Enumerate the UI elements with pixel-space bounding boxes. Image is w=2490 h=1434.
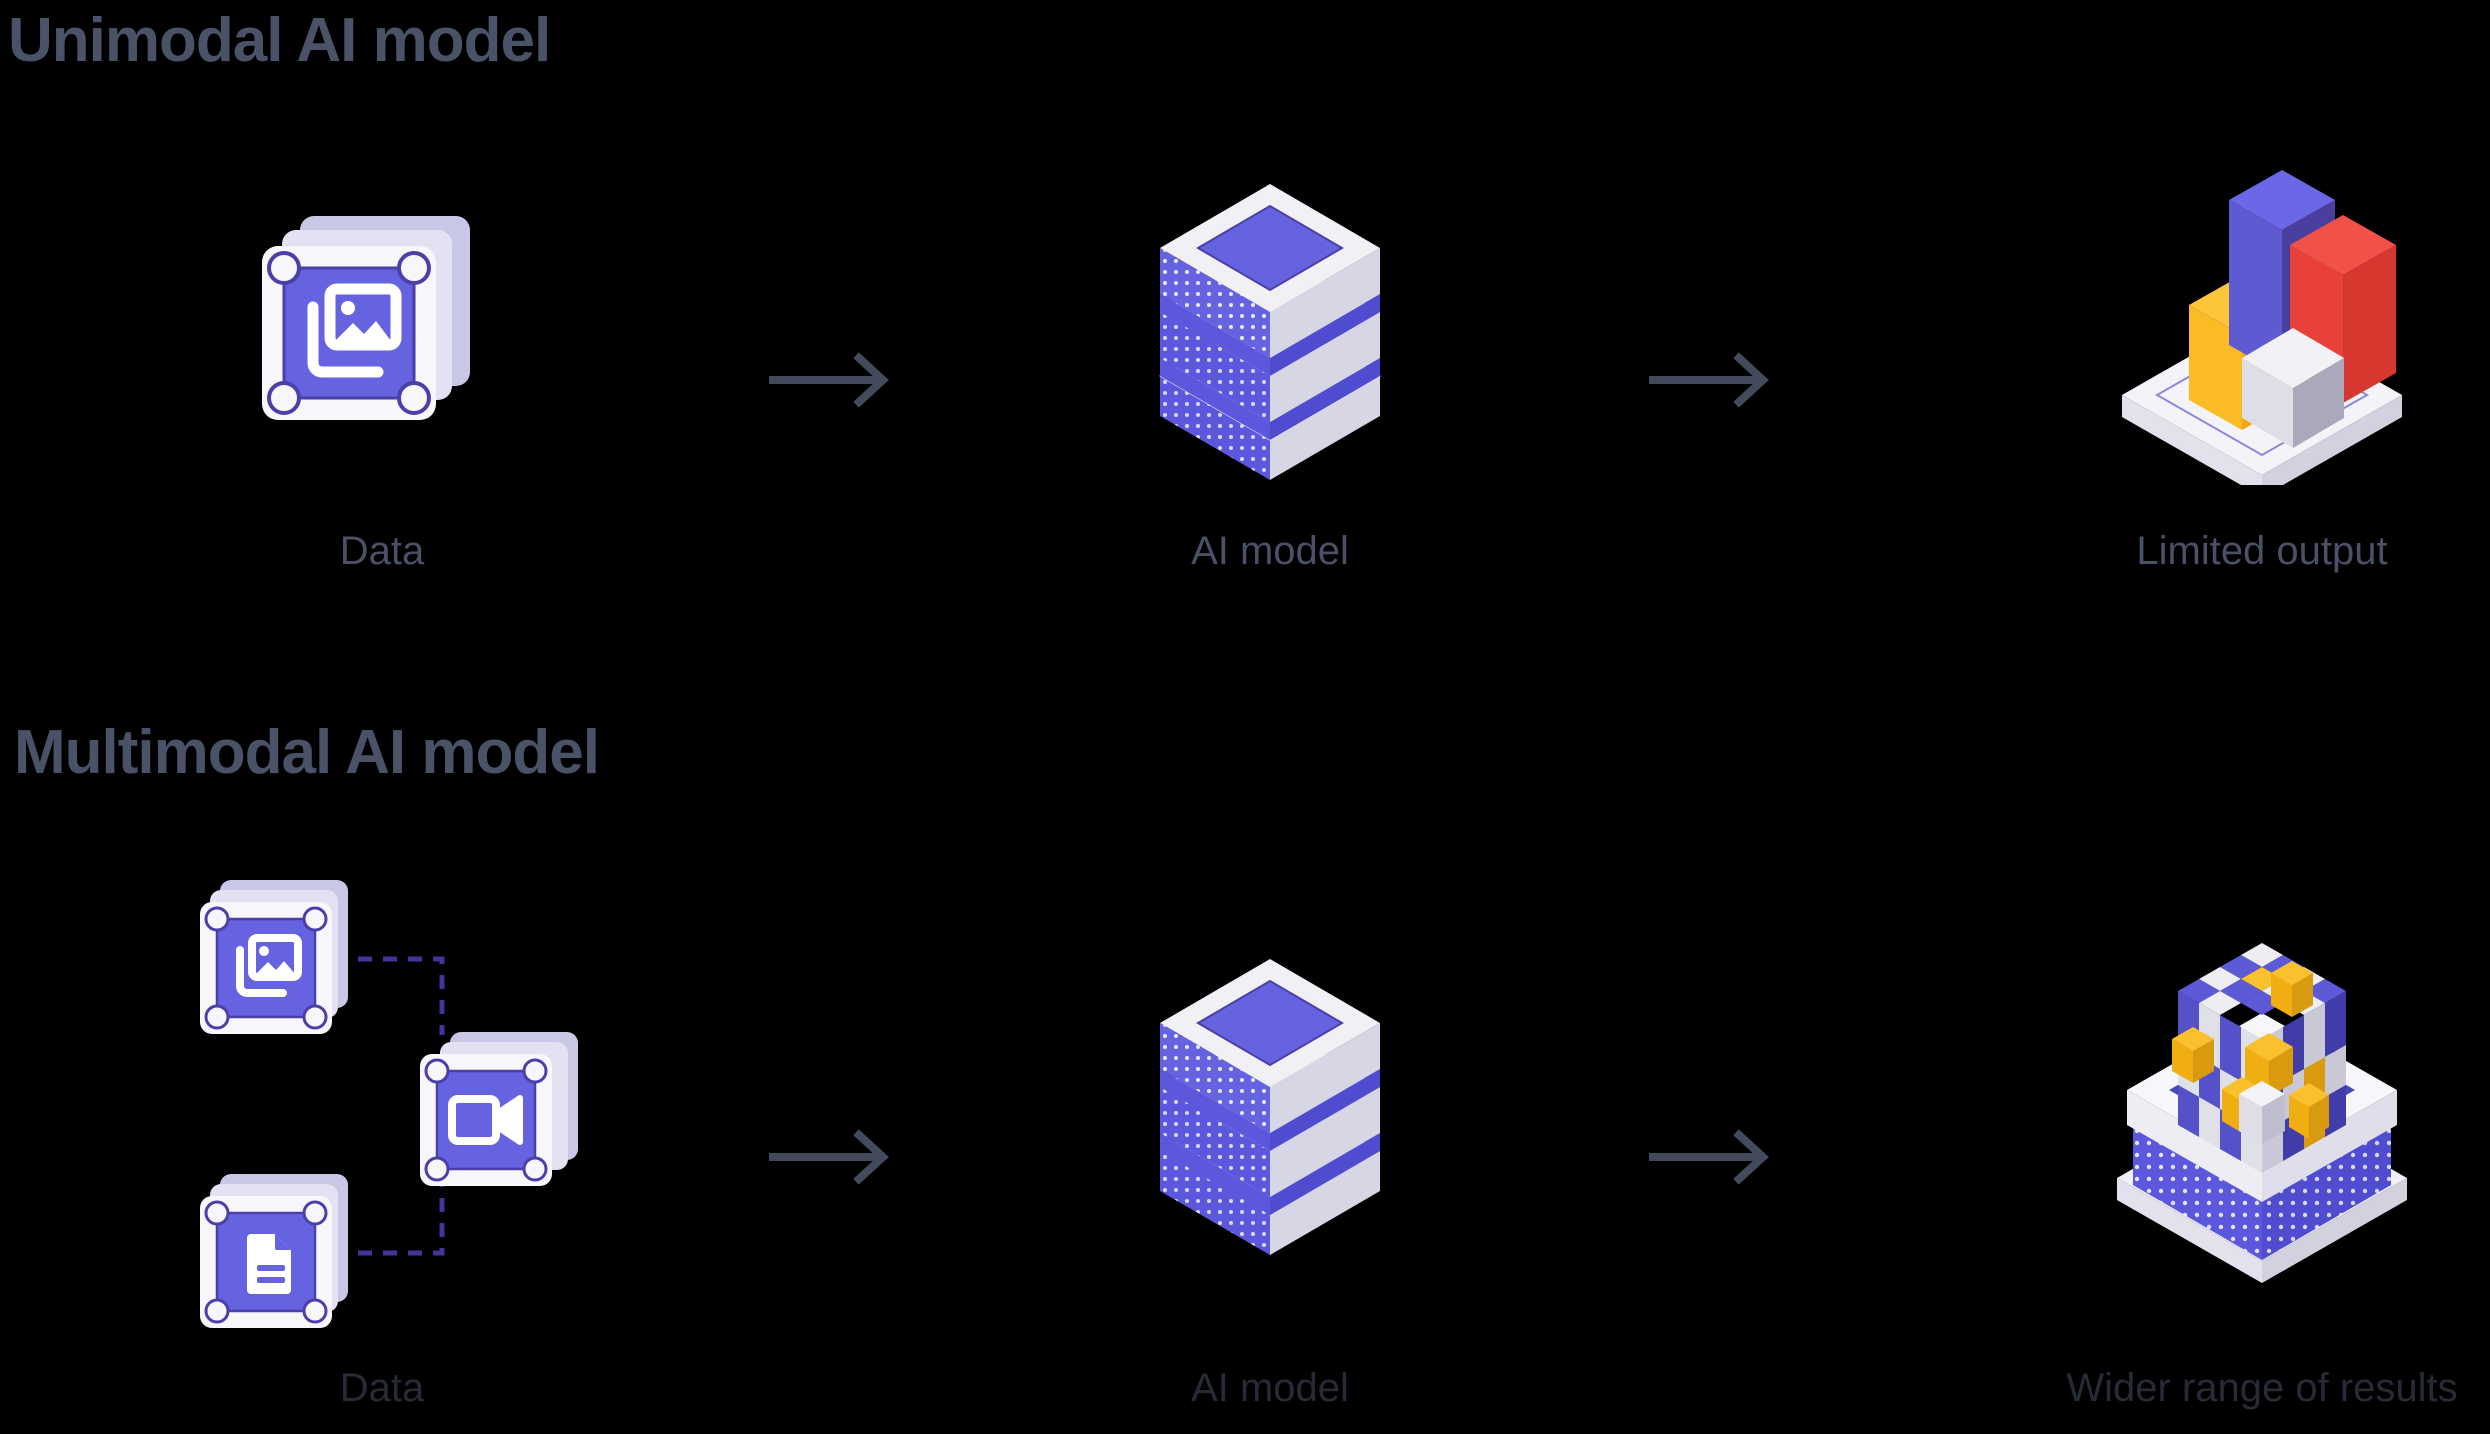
document-glyph <box>247 1234 291 1294</box>
photo-glyph <box>236 934 302 997</box>
server-tier-top <box>1160 184 1380 358</box>
image-card-icon <box>200 880 348 1034</box>
voxel-cube-platform-icon <box>2117 943 2407 1283</box>
section-title-unimodal: Unimodal AI model <box>8 6 551 75</box>
bar-white <box>2242 328 2344 448</box>
arrow-right-icon <box>1649 352 1769 408</box>
unimodal-data-icon <box>252 210 512 440</box>
server-tier-top <box>1160 959 1380 1133</box>
section-title-multimodal: Multimodal AI model <box>14 718 600 787</box>
arrow-right-icon <box>769 352 889 408</box>
arrow-data-to-model-row2 <box>767 1127 897 1187</box>
arrow-right-icon <box>769 1129 889 1185</box>
arrow-right-icon <box>1649 1129 1769 1185</box>
multimodal-card-cluster-icon <box>200 880 578 1328</box>
document-card-icon <box>200 1174 348 1328</box>
multimodal-output-icon <box>2097 935 2427 1285</box>
multimodal-data-icon <box>172 870 592 1340</box>
voxel-accent-yellow-lower <box>2289 1083 2329 1139</box>
unimodal-output-icon <box>2097 155 2427 485</box>
server-stack-icon <box>1160 959 1380 1255</box>
arrow-model-to-output-row2 <box>1647 1127 1777 1187</box>
voxel-accent-yellow-left <box>2172 1027 2214 1083</box>
connector-image-to-video <box>358 956 445 1035</box>
connector-document-to-video <box>358 1180 445 1256</box>
bar-chart-3d-icon <box>2122 170 2402 485</box>
unimodal-model-label: AI model <box>1191 529 1349 573</box>
multimodal-output-label: Wider range of results <box>2066 1366 2458 1410</box>
voxel-accent-white-front <box>2239 1081 2285 1144</box>
voxel-cube <box>2172 943 2346 1173</box>
multimodal-data-label: Data <box>339 1366 425 1410</box>
unimodal-model-icon <box>1150 180 1390 480</box>
arrow-model-to-output-row1 <box>1647 350 1777 410</box>
unimodal-data-label: Data <box>339 529 425 573</box>
voxel-accent-yellow-top <box>2271 961 2313 1017</box>
server-stack-icon <box>1159 184 1381 480</box>
platform-body <box>2133 1120 2391 1260</box>
multimodal-model-icon <box>1150 955 1390 1255</box>
video-camera-glyph <box>448 1095 523 1145</box>
photo-glyph <box>307 283 402 378</box>
image-card-stack-icon <box>262 216 470 420</box>
unimodal-output-label: Limited output <box>2136 529 2388 573</box>
multimodal-model-label: AI model <box>1191 1366 1349 1410</box>
arrow-data-to-model-row1 <box>767 350 897 410</box>
video-card-icon <box>420 1032 578 1186</box>
